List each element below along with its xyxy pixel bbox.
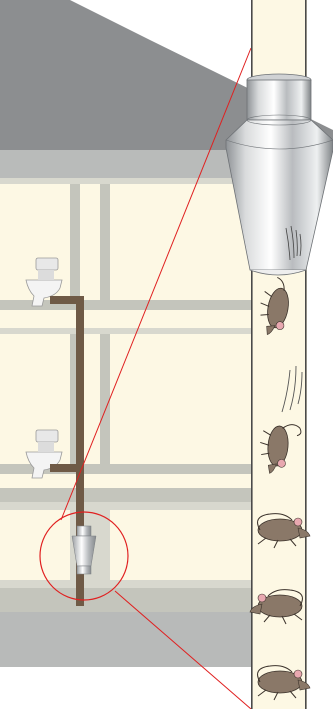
rat-icon (257, 513, 311, 549)
toilet-icon (25, 257, 63, 307)
motion-lines (281, 365, 303, 413)
rat-icon (249, 589, 303, 625)
foundation (0, 612, 260, 667)
drain-pipe (50, 296, 84, 606)
rat-icon (260, 424, 302, 474)
scratch-marks (285, 225, 302, 261)
ground-window (0, 502, 262, 612)
toilet-icon (25, 429, 63, 479)
lower-window (0, 328, 262, 503)
deterrent-cone (225, 73, 333, 276)
rat-icon (260, 276, 289, 335)
small-deterrent-cone (71, 525, 97, 575)
upper-window (0, 178, 262, 328)
rat-icon (257, 665, 311, 701)
upper-floor-band (0, 150, 260, 178)
callout-circle (39, 511, 129, 601)
callout (39, 47, 252, 709)
